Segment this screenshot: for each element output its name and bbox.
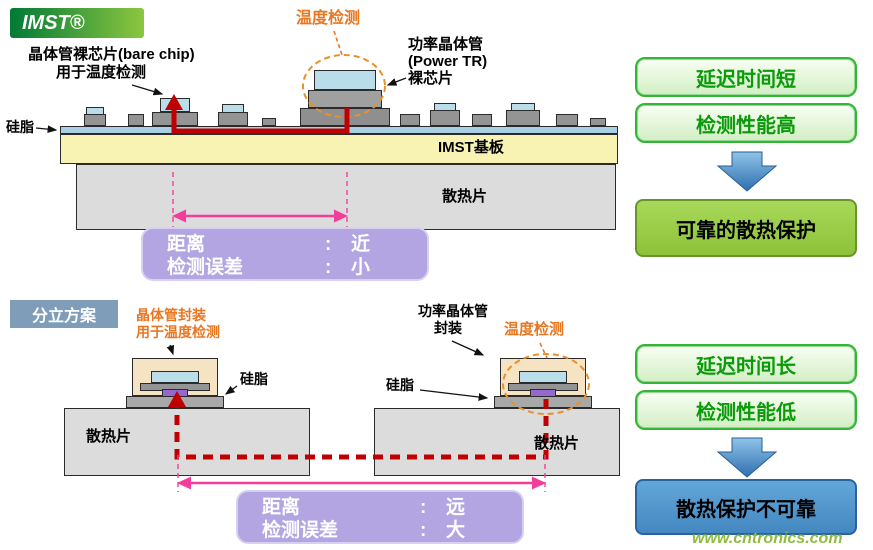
sensor-chip-pad	[152, 112, 198, 126]
benefit-label: 检测性能低	[696, 401, 796, 424]
power-transistor-die	[314, 70, 376, 90]
benefit-box-imst-2: 检测性能高	[635, 103, 857, 143]
smd-component	[511, 103, 535, 111]
benefit-label: 检测性能高	[696, 114, 796, 137]
error-value: 大	[446, 520, 466, 541]
error-label: 检测误差	[167, 257, 244, 278]
flow-down-arrow-bottom	[716, 437, 778, 478]
conclusion-box-discrete: 散热保护不可靠	[635, 479, 857, 535]
grease-label-right: 硅脂	[386, 377, 414, 393]
sensor-pkg-label-line2: 用于温度检测	[136, 323, 220, 340]
bare-chip-label-line2: 用于温度检测	[56, 63, 147, 81]
benefit-label: 延迟时间长	[696, 355, 796, 378]
distance-colon: :	[325, 234, 332, 255]
power-pkg-label: 功率晶体管 封装	[418, 303, 488, 336]
power-pkg-label-line2: 封装	[434, 319, 462, 336]
power-package-attach	[530, 389, 556, 397]
benefit-label: 延迟时间短	[696, 68, 796, 91]
power-transistor-mid	[308, 90, 382, 108]
error-value: 小	[351, 257, 371, 278]
power-transistor-base	[300, 108, 390, 126]
metrics-box-imst: 距离 : 近 检测误差 : 小	[141, 227, 429, 281]
benefit-box-discrete-1: 延迟时间长	[635, 344, 857, 384]
benefit-box-discrete-2: 检测性能低	[635, 390, 857, 430]
distance-value: 近	[351, 234, 371, 255]
imst-badge-label: IMST®	[22, 11, 85, 34]
discrete-badge-label: 分立方案	[31, 308, 96, 325]
sensor-package-flange	[126, 396, 224, 408]
smd-component	[556, 114, 578, 126]
discrete-badge: 分立方案	[10, 300, 118, 328]
smd-component	[86, 107, 104, 115]
heatsink-right	[374, 408, 620, 476]
smd-component	[84, 114, 106, 126]
power-tr-label-line3: 裸芯片	[408, 70, 454, 87]
sensor-package-chip	[151, 371, 199, 383]
smd-component	[434, 103, 456, 111]
watermark: www.cntronics.com	[692, 530, 843, 547]
heatsink-top	[76, 164, 616, 230]
distance-label: 距离	[167, 234, 206, 255]
temp-detect-label-top: 温度检测	[296, 10, 361, 27]
power-package-flange	[494, 396, 592, 408]
error-colon: :	[420, 520, 427, 541]
error-row: 检测误差 : 小	[167, 256, 427, 279]
power-package-chip	[519, 371, 567, 383]
smd-component	[222, 104, 244, 113]
metrics-box-discrete: 距离 : 远 检测误差 : 大	[236, 490, 524, 544]
error-row: 检测误差 : 大	[262, 519, 522, 542]
conclusion-label: 可靠的散热保护	[676, 219, 816, 242]
smd-component	[506, 110, 540, 126]
circuit-layer	[60, 126, 618, 134]
power-tr-label: 功率晶体管 (Power TR) 裸芯片	[408, 36, 487, 87]
conclusion-box-imst: 可靠的散热保护	[635, 199, 857, 257]
power-tr-label-line2: (Power TR)	[408, 53, 488, 70]
distance-row: 距离 : 近	[167, 233, 427, 256]
heatsink-label-left: 散热片	[86, 428, 132, 445]
error-colon: :	[325, 257, 332, 278]
heatsink-label-top: 散热片	[442, 188, 488, 205]
distance-row: 距离 : 远	[262, 496, 522, 519]
grease-label-top: 硅脂	[6, 119, 34, 135]
heatsink-label-right: 散热片	[534, 435, 580, 452]
flow-down-arrow-top	[716, 151, 778, 192]
sensor-bare-chip	[160, 98, 190, 112]
sensor-pkg-label: 晶体管封装 用于温度检测	[136, 307, 220, 340]
sensor-package-attach	[162, 389, 188, 397]
smd-component	[472, 114, 492, 126]
power-pkg-label-line1: 功率晶体管	[418, 303, 488, 319]
smd-component	[262, 118, 276, 126]
temp-detect-label-bottom: 温度检测	[504, 321, 565, 338]
sensor-pkg-label-line1: 晶体管封装	[136, 307, 206, 323]
smd-component	[400, 114, 420, 126]
smd-component	[430, 110, 460, 126]
conclusion-label: 散热保护不可靠	[676, 498, 816, 521]
error-label: 检测误差	[262, 520, 339, 541]
distance-value: 远	[446, 497, 466, 518]
imst-badge: IMST®	[10, 8, 144, 38]
substrate-label: IMST基板	[438, 139, 504, 156]
benefit-box-imst-1: 延迟时间短	[635, 57, 857, 97]
power-tr-label-line1: 功率晶体管	[408, 36, 484, 53]
smd-component	[128, 114, 144, 126]
distance-colon: :	[420, 497, 427, 518]
bare-chip-label: 晶体管裸芯片(bare chip) 用于温度检测	[28, 46, 195, 81]
grease-label-left: 硅脂	[240, 371, 268, 387]
distance-label: 距离	[262, 497, 301, 518]
smd-component	[590, 118, 606, 126]
smd-component	[218, 112, 248, 126]
imst-substrate	[60, 134, 618, 164]
bare-chip-label-line1: 晶体管裸芯片(bare chip)	[28, 46, 195, 63]
